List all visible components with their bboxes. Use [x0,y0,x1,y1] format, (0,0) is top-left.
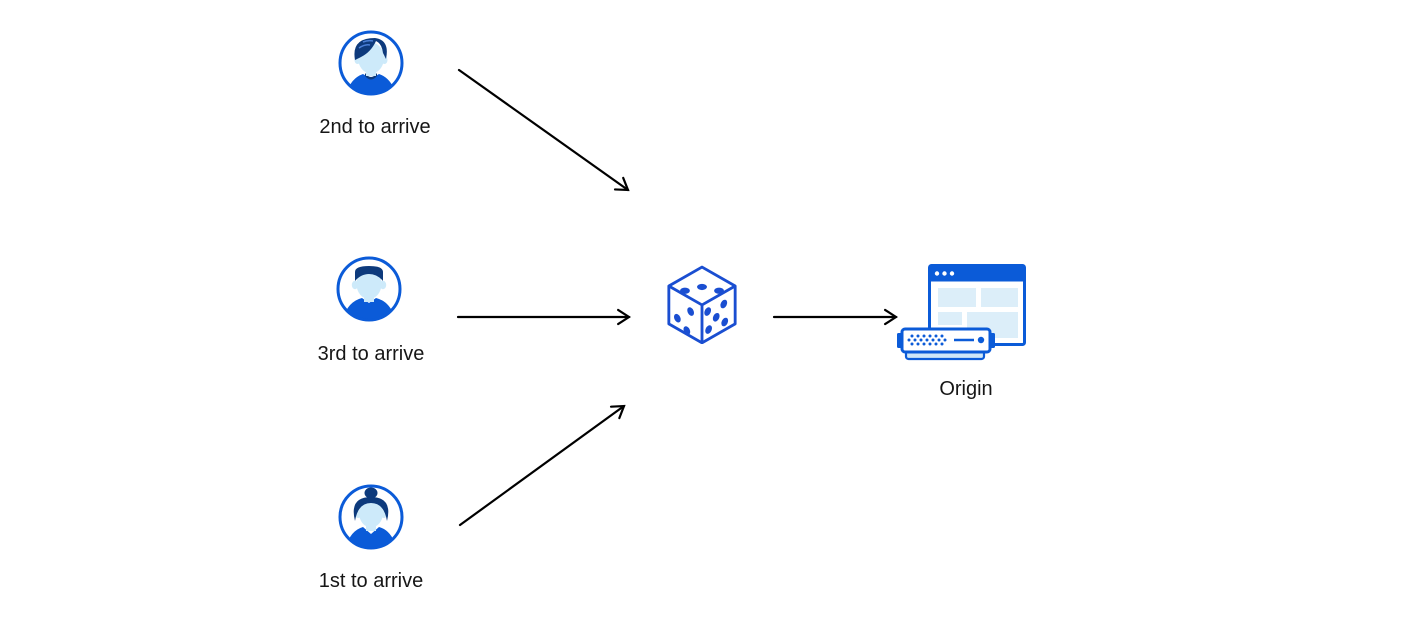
browser-content-block [938,288,976,307]
origin-server [894,326,1000,367]
avatar-face [359,498,383,528]
client-label: 3rd to arrive [317,343,425,365]
avatar-hair-streak [358,44,371,49]
avatar-hair [354,38,387,60]
arrow-client-2nd-to-dice [457,68,630,192]
dice-node [666,264,738,349]
person-avatar-icon [336,256,402,322]
avatar-collar [365,73,377,80]
browser-title-bar [929,265,1025,282]
client-label: 2nd to arrive [319,116,431,138]
browser-content-block [981,288,1018,307]
dice-icon [667,265,737,345]
client-node-2nd: 2nd to arrive [319,29,431,138]
origin-label: Origin [939,378,993,400]
avatar-face [356,269,382,299]
avatar-hair-bun [364,487,378,499]
dice-top-face-3 [680,283,724,294]
avatar-ring [338,30,404,96]
browser-window-dots [934,271,955,276]
client-node-3rd: 3rd to arrive [318,255,424,365]
person-avatar-icon [338,30,404,96]
avatar-hair-streak [362,39,374,43]
avatar-hair [353,497,389,521]
client-label: 1st to arrive [318,570,424,592]
dice-right-face-5 [704,299,729,334]
client-node-1st: 1st to arrive [319,483,423,592]
avatar-hair [355,266,383,281]
server-indicator-dot [977,336,985,344]
avatar-ring [336,256,402,322]
arrow-client-1st-to-dice [458,404,626,527]
dice-edges [668,284,736,343]
avatar-ring [338,484,404,550]
arrow-client-3rd-to-dice [456,308,632,326]
arrow-dice-to-origin [772,308,899,326]
dice-left-face-3 [673,307,695,335]
server-icon [897,327,995,361]
browser-content-block [938,312,962,325]
person-avatar-icon [338,484,404,550]
server-vent-dots [907,334,947,346]
